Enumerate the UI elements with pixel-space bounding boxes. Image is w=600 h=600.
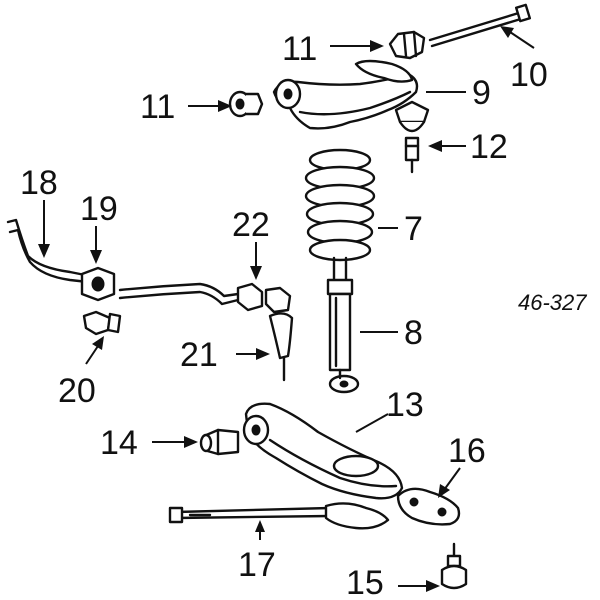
- part-20-bracket: [82, 310, 122, 336]
- part-18-stabilizer-bar: [6, 218, 240, 306]
- callout-21: 21: [180, 336, 218, 374]
- part-14-lower-bushing: [199, 428, 240, 456]
- callout-20: 20: [58, 372, 96, 410]
- callout-12: 12: [470, 128, 508, 166]
- callout-11-left: 11: [140, 88, 175, 126]
- callout-15: 15: [346, 564, 384, 600]
- callout-labels: 11 10 9 11 12 18 19 22 7 46-327 8 21 20 …: [20, 30, 587, 600]
- callout-9: 9: [472, 74, 491, 112]
- callout-18: 18: [20, 164, 58, 202]
- callout-7: 7: [404, 210, 423, 248]
- part-22-link-bushings: [236, 282, 292, 314]
- callout-10: 10: [510, 56, 548, 94]
- callout-14: 14: [100, 424, 138, 462]
- part-8-shock-absorber: [326, 278, 360, 394]
- part-10-bolt: [428, 3, 532, 48]
- part-15-ball-stud: [440, 542, 468, 590]
- callout-22: 22: [232, 206, 270, 244]
- part-16-lower-ball-joint: [396, 487, 461, 526]
- part-9-upper-control-arm: [272, 59, 419, 130]
- callout-17: 17: [238, 546, 276, 584]
- part-17-strut-rod: [168, 502, 390, 530]
- callout-13: 13: [386, 386, 424, 424]
- callout-11-top: 11: [282, 30, 317, 68]
- part-21-stabilizer-link: [268, 312, 294, 382]
- part-7-coil-spring: [304, 148, 376, 282]
- callout-16: 16: [448, 432, 486, 470]
- callout-19: 19: [80, 190, 118, 228]
- part-19-stabilizer-bushing: [80, 266, 116, 302]
- part-13-lower-control-arm: [242, 402, 404, 500]
- part-11-upper-bushing: [388, 30, 426, 60]
- part-11-left-bushing: [228, 90, 264, 118]
- leader-lines: [38, 26, 535, 592]
- part-12-upper-ball-joint: [394, 100, 430, 174]
- reference-code: 46-327: [518, 290, 587, 315]
- callout-8: 8: [404, 314, 423, 352]
